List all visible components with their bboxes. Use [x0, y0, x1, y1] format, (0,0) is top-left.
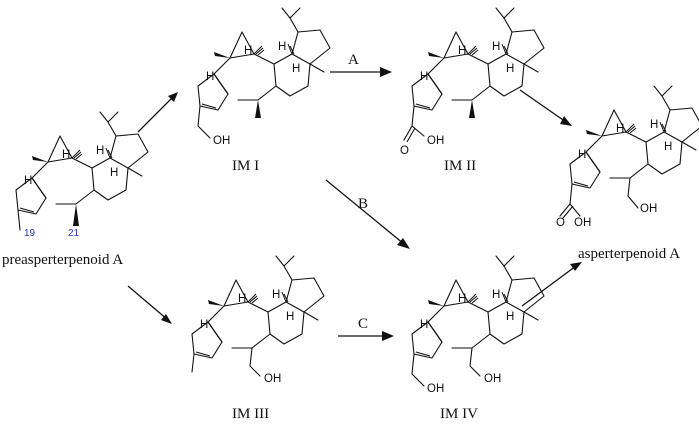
carbon-19-label: 19	[24, 228, 36, 239]
asperterpenoid-a-label: asperterpenoid A	[578, 246, 680, 262]
arrow-im2-to-asperterpenoid	[519, 89, 572, 126]
arrow-step-a: A	[330, 52, 392, 77]
im2-label: IM II	[444, 158, 476, 174]
im3-label: IM III	[232, 406, 269, 422]
im1-label: IM I	[232, 158, 259, 174]
im2-structure: OH O	[400, 7, 545, 157]
asperterpenoid-a-structure: OH O OH	[556, 85, 699, 229]
carbonyl-oxygen-label: O	[556, 217, 565, 229]
arrow-step-b: B	[325, 179, 410, 249]
arrow-im4-to-asperterpenoid	[521, 262, 582, 307]
step-a-label: A	[348, 52, 359, 68]
hydroxyl-label: OH	[264, 373, 281, 385]
acid-hydroxyl-label: OH	[574, 217, 591, 229]
carbon-21-label: 21	[68, 228, 80, 239]
hydroxyl-label: OH	[427, 135, 444, 147]
carbonyl-oxygen-label: O	[400, 145, 409, 157]
right-hydroxyl-label: OH	[484, 373, 501, 385]
arrow-pre-to-im3	[127, 285, 172, 324]
preasperterpenoid-a-label: preasperterpenoid A	[2, 252, 123, 268]
im3-structure: OH	[191, 255, 325, 385]
hydroxyl-label: OH	[213, 135, 230, 147]
im4-structure: OH OH	[411, 255, 545, 395]
arrow-pre-to-im1	[137, 92, 178, 133]
im1-structure: OH	[197, 7, 331, 147]
im4-label: IM IV	[440, 406, 478, 422]
step-c-label: C	[358, 316, 368, 332]
step-b-label: B	[358, 196, 368, 212]
arrow-step-c: C	[338, 316, 394, 341]
alcohol-hydroxyl-label: OH	[640, 203, 657, 215]
preasperterpenoid-a-structure: 19 21	[15, 111, 149, 239]
left-hydroxyl-label: OH	[427, 383, 444, 395]
